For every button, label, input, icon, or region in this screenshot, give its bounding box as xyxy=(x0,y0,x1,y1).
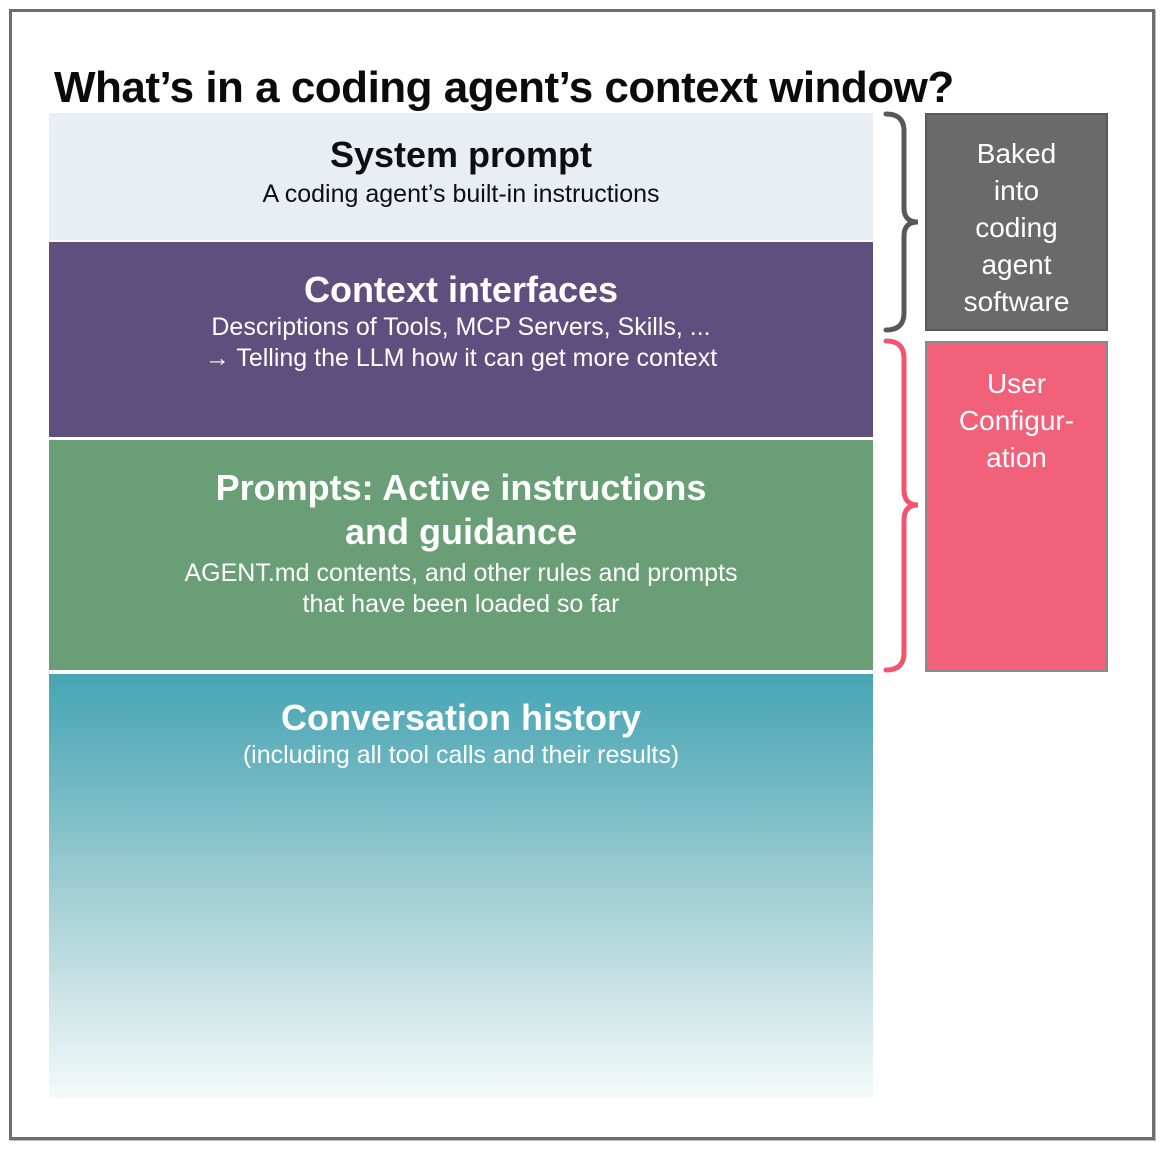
block-conversation-history: Conversation history (including all tool… xyxy=(49,674,873,1098)
label-box-user-configuration: User Configur- ation xyxy=(925,341,1108,672)
block-context-interfaces: Context interfaces Descriptions of Tools… xyxy=(49,242,873,437)
label-line: software xyxy=(963,286,1070,317)
label-line: Baked xyxy=(976,138,1057,169)
label-line: coding xyxy=(975,212,1058,243)
block-heading: Conversation history xyxy=(280,697,642,738)
block-heading: Prompts: Active instructions xyxy=(215,467,707,508)
block-system-prompt: System prompt A coding agent’s built-in … xyxy=(49,113,873,240)
block-heading: Context interfaces xyxy=(303,269,619,310)
block-heading: and guidance xyxy=(344,511,578,552)
block-heading: System prompt xyxy=(329,134,593,175)
label-line: Configur- xyxy=(958,405,1075,436)
block-prompts-active-instructions: Prompts: Active instructions and guidanc… xyxy=(49,440,873,670)
label-line: ation xyxy=(986,442,1047,473)
label-line: User xyxy=(986,368,1047,399)
brace-overlay xyxy=(883,111,919,673)
block-subtitle: (including all tool calls and their resu… xyxy=(242,741,680,769)
label-line: agent xyxy=(981,249,1052,280)
label-box-baked-into-software: Baked into coding agent software xyxy=(925,113,1108,331)
label-line: into xyxy=(993,175,1040,206)
block-subtitle: A coding agent’s built-in instructions xyxy=(262,180,660,208)
curly-brace-user-config-icon xyxy=(883,338,919,673)
curly-brace-baked-icon xyxy=(883,111,919,333)
block-subtitle: that have been loaded so far xyxy=(302,590,620,618)
block-subtitle: AGENT.md contents, and other rules and p… xyxy=(184,559,738,587)
block-subtitle: → Telling the LLM how it can get more co… xyxy=(204,344,718,372)
block-subtitle: Descriptions of Tools, MCP Servers, Skil… xyxy=(211,313,711,341)
page-title: What’s in a coding agent’s context windo… xyxy=(54,63,954,113)
